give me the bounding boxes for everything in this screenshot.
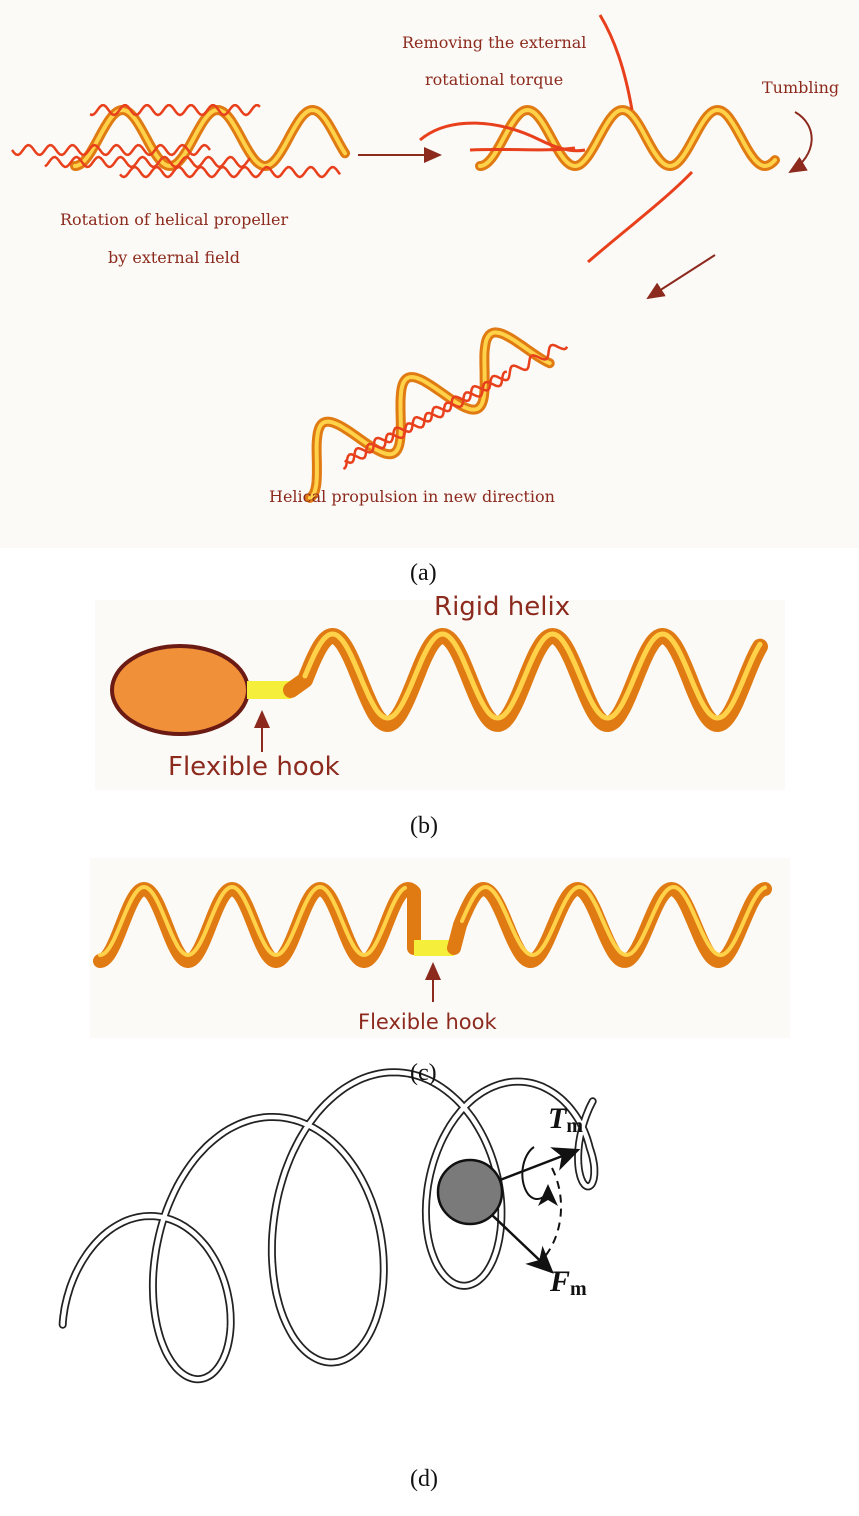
helical-filament: [63, 1072, 595, 1379]
force-symbol: F: [550, 1265, 570, 1298]
panel-d-swimmer: [63, 1072, 595, 1379]
rotation-label-line2: by external field: [108, 248, 240, 267]
helical-propeller-new-direction: [310, 332, 550, 498]
torque-subscript: m: [566, 1115, 583, 1137]
vector-angle-dashed-arc: [540, 1168, 561, 1262]
caption-b: (b): [410, 813, 438, 840]
new-direction-label: Helical propulsion in new direction: [269, 487, 555, 506]
right-helix-highlight: [462, 887, 765, 955]
panel-a-left-helix: [12, 105, 345, 177]
helical-propeller-new-direction-highlight: [310, 332, 550, 498]
released-field-line-top: [600, 15, 632, 110]
tumbling-arrow: [790, 112, 812, 172]
external-field-wave-4: [120, 167, 340, 177]
panel-b-swimmer: [112, 634, 760, 752]
torque-symbol: T: [548, 1102, 566, 1135]
torque-rotation-arrow: [522, 1147, 548, 1199]
force-label: Fm: [550, 1265, 587, 1301]
released-field-line-bottom: [588, 172, 692, 262]
magnetic-sphere: [438, 1160, 502, 1224]
panel-c-swimmer: [100, 887, 765, 1002]
flexible-hook-label-c: Flexible hook: [358, 1010, 497, 1034]
released-field-line-cross: [470, 148, 575, 150]
force-subscript: m: [570, 1278, 587, 1300]
caption-d: (d): [410, 1466, 438, 1493]
transition-arrow-diagonal: [648, 255, 715, 298]
caption-c: (c): [410, 1060, 437, 1087]
flexible-hook-label-b: Flexible hook: [168, 752, 340, 782]
helical-filament-inner: [63, 1072, 595, 1379]
torque-label: Tm: [548, 1102, 583, 1138]
panel-a-right-helix: [420, 15, 775, 262]
swimmer-head: [112, 646, 248, 734]
removing-torque-label-line2: rotational torque: [425, 70, 563, 89]
rigid-helix-label: Rigid helix: [434, 592, 570, 622]
torque-vector: [500, 1150, 578, 1180]
caption-a: (a): [410, 560, 437, 587]
helical-propeller-tumbling-highlight: [480, 110, 775, 166]
rotation-label-line1: Rotation of helical propeller: [60, 210, 288, 229]
panel-a-new-direction-helix: [310, 332, 567, 498]
tumbling-label: Tumbling: [762, 78, 839, 97]
removing-torque-label-line1: Removing the external: [402, 33, 586, 52]
